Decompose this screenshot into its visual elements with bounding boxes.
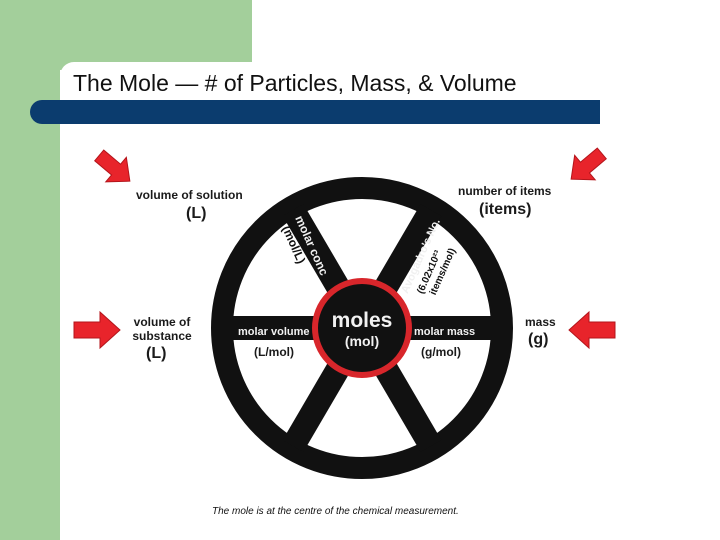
arrow-right-icon — [568, 310, 616, 350]
arrow-top-left-icon — [94, 149, 131, 183]
title-background — [60, 62, 662, 102]
volume-of-substance-unit: (L) — [146, 345, 167, 362]
mass-label: mass — [525, 315, 556, 329]
arrow-top-right-icon — [570, 147, 607, 181]
slide-title: The Mole — # of Particles, Mass, & Volum… — [73, 70, 517, 96]
number-of-items-unit: (items) — [479, 201, 532, 218]
volume-of-substance-line2: substance — [132, 329, 192, 343]
hub-unit-label: (mol) — [344, 333, 380, 349]
volume-of-solution-label: volume of solution — [136, 188, 243, 202]
molar-mass-label: molar mass — [414, 326, 476, 338]
hub-main-label: moles — [331, 309, 393, 332]
number-of-items-label: number of items — [458, 184, 552, 198]
arrows — [73, 147, 616, 350]
top-green-band — [60, 0, 252, 70]
diagram-caption: The mole is at the centre of the chemica… — [212, 506, 459, 517]
volume-of-solution-unit: (L) — [186, 205, 207, 222]
left-green-band — [0, 0, 60, 540]
volume-of-substance-line1: volume of — [133, 315, 191, 329]
hub-circle — [312, 278, 412, 378]
title-underline-bar — [30, 100, 600, 124]
mass-unit: (g) — [528, 331, 549, 348]
molar-mass-unit: (g/mol) — [421, 345, 461, 359]
wheel-rim — [211, 177, 513, 479]
arrow-left-icon — [73, 310, 121, 350]
molar-volume-label: molar volume — [238, 326, 310, 338]
molar-volume-unit: (L/mol) — [254, 345, 294, 359]
